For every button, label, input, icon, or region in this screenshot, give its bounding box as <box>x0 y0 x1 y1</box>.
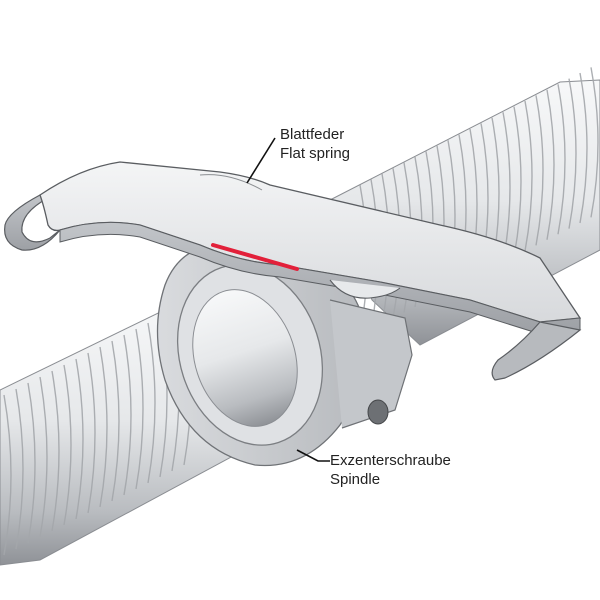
spindle-label: Exzenterschraube Spindle <box>330 451 451 489</box>
contact-line <box>211 243 299 271</box>
thread-ridge <box>524 100 533 252</box>
flat-spring-label: Blattfeder Flat spring <box>280 125 350 163</box>
thread-ridge <box>135 328 144 490</box>
thread-ridge <box>51 370 60 532</box>
eccentric-screw <box>156 242 413 467</box>
thread-ridge <box>3 394 12 556</box>
leader-line-spindle <box>296 449 330 462</box>
thread-ridge <box>557 84 566 235</box>
thread-ridge <box>99 346 108 508</box>
thread-ridge <box>27 382 36 544</box>
spindle-label-de: Exzenterschraube <box>330 452 451 469</box>
set-screw-hole <box>367 399 389 425</box>
thread-ridge <box>147 322 156 484</box>
flat-spring-label-en: Flat spring <box>280 145 351 162</box>
thread-ridge <box>87 352 96 514</box>
thread-ridge <box>111 340 120 502</box>
ring-bore <box>192 289 298 427</box>
thread-ridge <box>75 358 84 520</box>
thread-ridge <box>590 67 599 218</box>
thread-ridge <box>39 376 48 538</box>
thread-ridge <box>568 78 577 229</box>
thread-ridge <box>546 89 555 240</box>
thread-ridge <box>535 95 544 246</box>
thread-ridge <box>15 388 24 550</box>
flat-spring <box>4 161 582 381</box>
spindle-label-en: Spindle <box>330 471 381 488</box>
flat-spring-label-de: Blattfeder <box>280 126 345 143</box>
thread-ridge <box>513 106 522 257</box>
thread-ridge <box>63 364 72 526</box>
thread-ridge <box>579 72 588 224</box>
leader-line-flat-spring <box>246 137 276 184</box>
thread-ridge <box>123 334 132 496</box>
